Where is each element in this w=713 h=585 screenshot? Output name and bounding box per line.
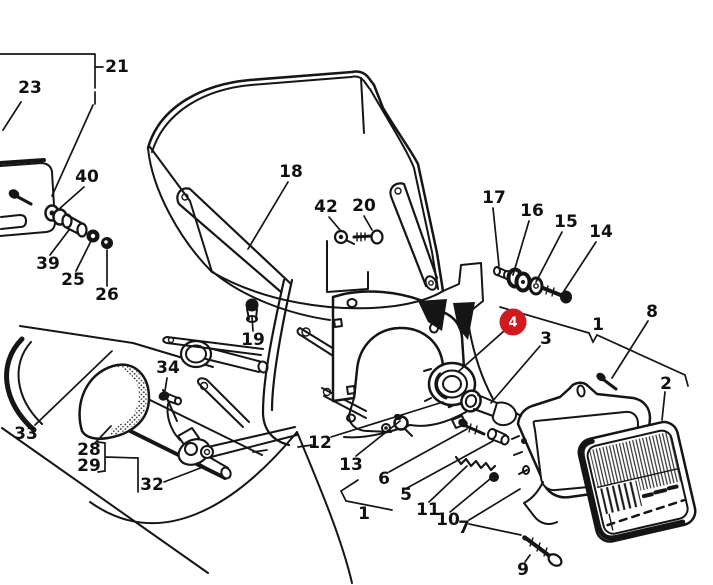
callout-14: 14 (589, 222, 613, 242)
callout-21: 21 (105, 57, 129, 77)
windscreen (146, 70, 445, 310)
callout-13: 13 (339, 455, 363, 475)
callout-34: 34 (156, 358, 180, 378)
bulb (460, 389, 522, 427)
screw-9 (522, 535, 563, 567)
callout-8: 8 (646, 302, 658, 322)
callout-19: 19 (241, 330, 265, 350)
callout-18: 18 (279, 162, 303, 182)
callout-32: 32 (140, 475, 164, 495)
windscreen-braces (176, 182, 439, 294)
callouts: 21 23 40 39 25 26 18 42 20 17 16 15 14 1… (14, 57, 672, 580)
callout-26: 26 (95, 285, 119, 305)
callout-42: 42 (314, 197, 338, 217)
wellnut-34 (158, 391, 182, 406)
callout-15: 15 (554, 212, 578, 232)
highlight-label: 4 (508, 316, 517, 331)
callout-25: 25 (61, 270, 85, 290)
switch-assembly (162, 389, 232, 480)
hardware-right (493, 266, 572, 304)
highlight-circle[interactable] (499, 308, 527, 336)
callout-6: 6 (378, 469, 390, 489)
callout-10: 10 (436, 510, 460, 530)
callout-2: 2 (660, 374, 672, 394)
callout-23: 23 (18, 78, 42, 98)
callout-1-left: 1 (358, 504, 370, 524)
callout-17: 17 (482, 188, 506, 208)
callout-3: 3 (540, 329, 552, 349)
highlight-marker-4[interactable]: 4 (499, 308, 527, 336)
cap-10 (489, 472, 499, 482)
callout-40: 40 (75, 167, 99, 187)
turn-signal-lens (78, 363, 151, 440)
hardware-left (8, 189, 113, 249)
callout-20: 20 (352, 196, 376, 216)
callout-1-right: 1 (592, 315, 604, 335)
callout-11: 11 (416, 500, 440, 520)
fairing-headlight-edge (418, 262, 494, 400)
leader-lines (0, 53, 689, 563)
spring-11 (454, 455, 497, 472)
callout-9: 9 (517, 560, 529, 580)
bolt-6 (451, 415, 486, 436)
bolt-20 (352, 229, 384, 245)
mount-plate (0, 158, 56, 237)
screw-42 (333, 229, 355, 245)
screw-8 (596, 372, 618, 391)
fairing-lower-left (1, 271, 353, 584)
callout-28: 28 (77, 440, 101, 460)
callout-39: 39 (36, 254, 60, 274)
bulb-wire-and-clamp (343, 411, 467, 439)
headlight-lens (577, 420, 697, 543)
callout-29: 29 (77, 456, 101, 476)
callout-16: 16 (520, 201, 544, 221)
callout-7: 7 (458, 518, 470, 538)
callout-12: 12 (308, 433, 332, 453)
sleeve-5 (486, 428, 510, 446)
callout-5: 5 (400, 485, 412, 505)
callout-33: 33 (14, 424, 38, 444)
